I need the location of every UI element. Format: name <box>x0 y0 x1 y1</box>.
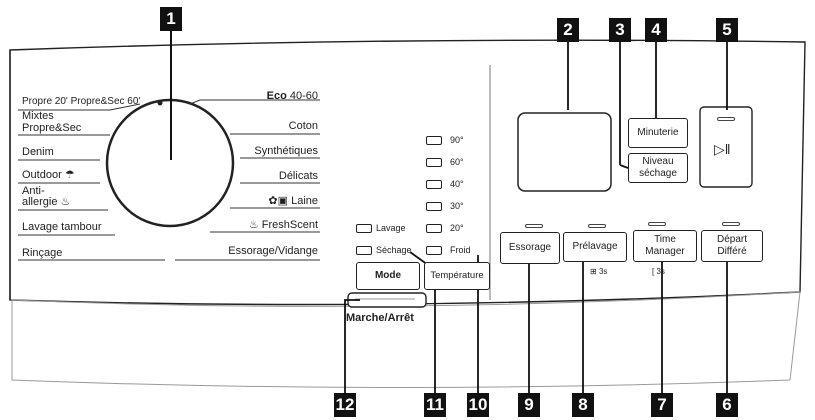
callout-12: 12 <box>334 393 356 417</box>
program-rincage: Rinçage <box>22 247 63 259</box>
temp-60-label: 60° <box>450 157 464 167</box>
minuterie-button[interactable]: Minuterie <box>628 118 688 148</box>
program-freshscent-label: FreshScent <box>261 219 318 231</box>
temp-90-label: 90° <box>450 135 464 145</box>
temp-30-label: 30° <box>450 201 464 211</box>
depart-differe-led <box>722 222 740 226</box>
program-mixtes-line1: Mixtes <box>22 110 54 122</box>
program-eco-bold: Eco <box>266 90 287 102</box>
program-outdoor-label: Outdoor <box>22 169 62 181</box>
temp-40-label: 40° <box>450 179 464 189</box>
program-synthetiques: Synthétiques <box>254 145 318 157</box>
prelavage-hint: ⊞ 3s <box>590 266 607 278</box>
program-freshscent: ♨ FreshScent <box>200 219 318 231</box>
depart-line2: Différé <box>717 246 747 257</box>
program-laine: ✿▣ Laine <box>210 195 318 207</box>
callout-2: 2 <box>557 18 579 42</box>
depart-differe-button[interactable]: Départ Différé <box>701 230 763 262</box>
temp-20-indicator <box>426 224 442 233</box>
temp-20-label: 20° <box>450 223 464 233</box>
time-manager-button[interactable]: Time Manager <box>633 230 697 262</box>
temp-froid-indicator <box>426 246 442 255</box>
program-antiallergie: allergie ♨ <box>22 196 70 208</box>
temp-30-indicator <box>426 202 442 211</box>
program-antiallergie-label: allergie <box>22 196 58 208</box>
program-essorage-vidange: Essorage/Vidange <box>228 245 318 257</box>
depart-line1: Départ <box>716 234 747 245</box>
program-delicats: Délicats <box>278 170 318 182</box>
temperature-button[interactable]: Température <box>424 262 490 290</box>
prelavage-button[interactable]: Prélavage <box>563 232 627 262</box>
mode-sechage-label: Séchage <box>376 245 412 255</box>
time-manager-line2: Manager <box>645 246 685 257</box>
program-outdoor: Outdoor ☂ <box>22 169 75 181</box>
niveau-sechage-button[interactable]: Niveau séchage <box>628 153 688 183</box>
outdoor-icon: ☂ <box>64 169 75 181</box>
program-eco-rest: 40-60 <box>286 90 318 102</box>
mode-lavage-label: Lavage <box>376 223 406 233</box>
bracket-icon: [ <box>652 267 655 276</box>
mode-sechage-indicator <box>356 246 372 255</box>
temp-froid-label: Froid <box>450 245 471 255</box>
callout-4: 4 <box>645 18 667 42</box>
laine-icon: ✿▣ <box>268 195 289 207</box>
prelavage-led <box>588 224 606 228</box>
time-manager-hint: [ 3s <box>652 266 665 278</box>
callout-9: 9 <box>518 393 540 417</box>
callout-1: 1 <box>160 7 182 31</box>
program-propre: Propre 20' Propre&Sec 60' <box>22 96 141 107</box>
play-pause-icon[interactable]: ▷‖ <box>714 141 731 157</box>
callout-11: 11 <box>424 393 446 417</box>
callout-8: 8 <box>572 393 594 417</box>
marche-arret-label: Marche/Arrêt <box>346 312 414 324</box>
niveau-line1: Niveau <box>642 156 674 167</box>
prelavage-hint-label: 3s <box>598 267 608 276</box>
start-pause-led <box>717 117 735 121</box>
time-manager-led <box>648 222 666 226</box>
essorage-button[interactable]: Essorage <box>500 232 560 264</box>
callout-10: 10 <box>467 393 489 417</box>
temp-90-indicator <box>426 136 442 145</box>
callout-6: 6 <box>716 393 738 417</box>
time-manager-line1: Time <box>654 234 676 245</box>
program-eco: Eco 40-60 <box>230 90 318 102</box>
freshscent-icon: ♨ <box>248 219 259 231</box>
program-lavage-tambour: Lavage tambour <box>22 221 102 233</box>
temp-60-indicator <box>426 158 442 167</box>
program-antiallergie-line1: Anti- <box>22 185 45 197</box>
callout-5: 5 <box>716 18 738 42</box>
temp-40-indicator <box>426 180 442 189</box>
essorage-led <box>525 224 543 228</box>
antiallergie-icon: ♨ <box>60 196 71 208</box>
time-manager-hint-label: 3s <box>656 267 665 276</box>
program-denim: Denim <box>22 146 54 158</box>
callout-3: 3 <box>609 18 631 42</box>
program-laine-label: Laine <box>291 195 318 207</box>
program-mixtes-line2: Propre&Sec <box>22 122 82 134</box>
child-lock-icon: ⊞ <box>590 267 597 276</box>
niveau-line2: séchage <box>639 168 677 179</box>
mode-lavage-indicator <box>356 224 372 233</box>
callout-7: 7 <box>651 393 673 417</box>
program-coton: Coton <box>288 120 318 132</box>
mode-button[interactable]: Mode <box>356 262 420 290</box>
